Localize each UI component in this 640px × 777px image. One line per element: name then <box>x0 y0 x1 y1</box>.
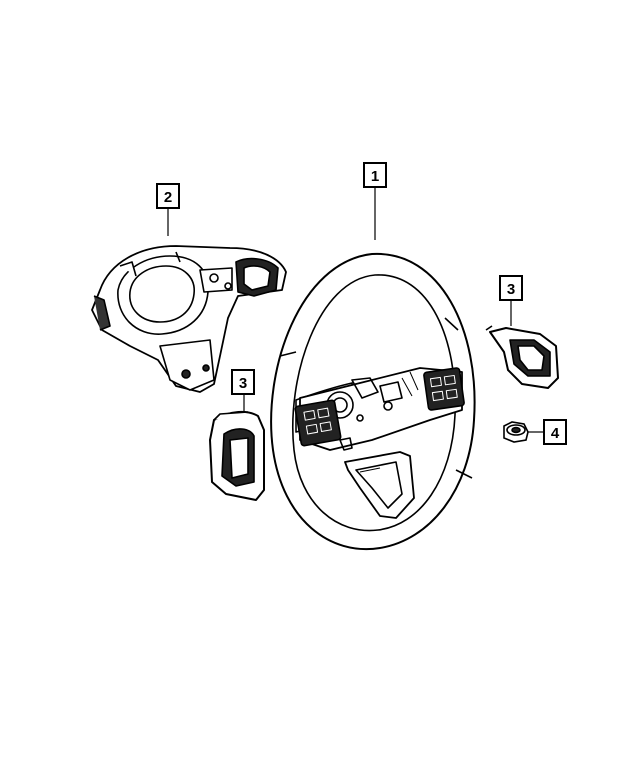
right-switch-bezel <box>485 325 559 389</box>
nut <box>503 421 529 443</box>
callout-label-3-right: 3 <box>507 281 515 298</box>
left-switch-bezel <box>209 410 265 501</box>
rim-seam-top <box>444 317 459 331</box>
callout-2: 2 <box>156 183 180 209</box>
rim-seam-left <box>279 351 297 357</box>
left-switch-cluster <box>294 399 342 447</box>
callout-3-left: 3 <box>231 369 255 395</box>
callout-label-3-left: 3 <box>239 375 247 392</box>
steering-wheel <box>270 252 476 551</box>
steering-wheel-rim-inner <box>292 274 456 532</box>
rim-seam-right <box>455 469 473 479</box>
lower-bezel <box>344 451 415 519</box>
callout-label-4: 4 <box>551 425 560 442</box>
callout-3-right: 3 <box>499 275 523 301</box>
right-switch-cluster <box>423 367 465 411</box>
callout-1: 1 <box>363 162 387 188</box>
callout-label-1: 1 <box>371 168 379 185</box>
leader-lines <box>167 188 543 433</box>
callout-4: 4 <box>543 419 567 445</box>
steering-wheel-shroud <box>91 245 287 393</box>
steering-wheel-rim-outer <box>270 252 476 551</box>
callout-label-2: 2 <box>164 189 172 206</box>
